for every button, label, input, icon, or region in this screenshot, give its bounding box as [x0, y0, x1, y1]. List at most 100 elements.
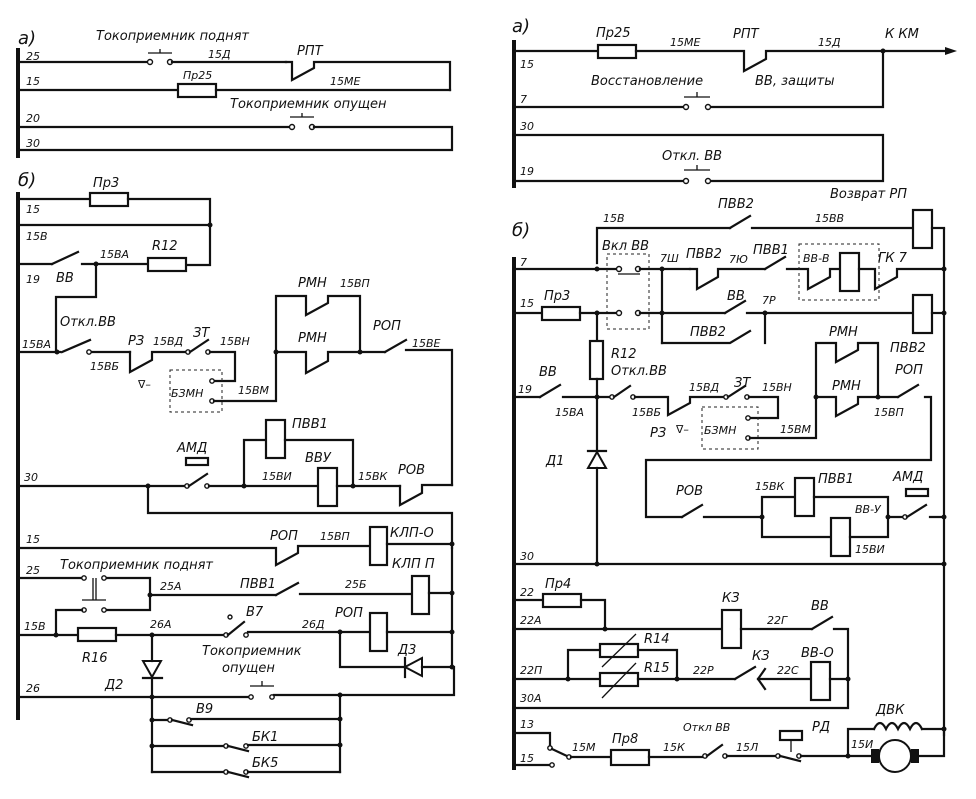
- panel-label: а): [18, 28, 36, 49]
- coil-label: ВВ-О: [801, 646, 834, 661]
- otkl-vv-contact: [60, 338, 92, 354]
- wire-number: 30: [520, 550, 534, 563]
- wire-label: 15ВИ: [262, 470, 292, 483]
- zt-contact: [188, 338, 210, 354]
- right-panel-a: а) 15 7 30 19 Пр25 15МЕ РПТ 15Д К КМ Вос…: [512, 16, 957, 188]
- coil-label: ВВУ: [305, 451, 332, 466]
- otkl-vv-label: Откл. ВВ: [662, 149, 722, 164]
- wire-vvu-right: [848, 515, 890, 539]
- coil-klp-o: [368, 525, 389, 567]
- junction-dot: [565, 676, 571, 682]
- wire-label: 15ВН: [762, 381, 792, 394]
- amd-contact: [905, 503, 928, 519]
- diode-d3: [402, 656, 423, 678]
- motor-label: ДВК: [875, 703, 905, 718]
- fuse-pr8: [609, 748, 651, 767]
- junction-dot: [273, 349, 279, 355]
- contact-label: РОП: [895, 363, 923, 378]
- junction-dot: [594, 561, 600, 567]
- contact-terminal: [704, 177, 712, 185]
- junction-dot: [602, 626, 608, 632]
- contact-label: ПВВ1: [753, 243, 789, 258]
- wire-15vm: [212, 350, 278, 403]
- wire-label: 15ВВ: [815, 212, 844, 225]
- diode-label: Д2: [104, 678, 123, 693]
- diode-label: Д3: [397, 643, 416, 658]
- fuse-pr25: [596, 43, 638, 60]
- contact-terminal: [615, 309, 623, 317]
- panel-label: б): [512, 220, 530, 241]
- rop-contact: [896, 383, 920, 399]
- bzmn-block: [701, 406, 759, 450]
- junction-dot: [350, 483, 356, 489]
- amd-actuator: [904, 487, 930, 498]
- pvv2-contact: [688, 267, 767, 291]
- wire-30: [16, 125, 454, 152]
- contact-label: ПВВ1: [240, 577, 276, 592]
- junction-dot: [941, 266, 947, 272]
- junction-dot: [53, 632, 59, 638]
- contact-label: Откл ВВ: [683, 721, 730, 734]
- resistor-r14-adjust: [601, 633, 637, 668]
- wire-label: 15И: [851, 738, 873, 751]
- vv-contact: [50, 250, 80, 266]
- diode-d2: [141, 660, 163, 680]
- junction-dot: [147, 592, 153, 598]
- wire-15ve: [404, 348, 454, 487]
- vv-v-contact: [785, 267, 842, 291]
- coil-rop: [368, 611, 389, 653]
- amd-actuator: [184, 456, 210, 467]
- junction-dot: [149, 743, 155, 749]
- junction-dot: [54, 349, 60, 355]
- wire-number: 15В: [26, 230, 48, 243]
- wire-number: 22А: [520, 614, 542, 627]
- fuse-pr4: [541, 592, 583, 609]
- pvv2-contact-b: [660, 329, 752, 345]
- pantograph-down-label: Токоприемник опущен: [230, 97, 387, 112]
- wire-label: 15Л: [736, 741, 758, 754]
- vkl-vv-block: [606, 253, 650, 330]
- wire-30a: [512, 677, 850, 710]
- wire-15vn: [747, 395, 780, 420]
- resistor-label: R12: [152, 239, 178, 254]
- coil-label: КЗ: [722, 591, 740, 606]
- contact-label: РЗ: [128, 334, 144, 349]
- wire-pvv1-right: [283, 438, 355, 488]
- contact-terminal: [243, 632, 249, 638]
- rmn-contact: [814, 395, 880, 418]
- wire-label: 15ВЕ: [412, 337, 441, 350]
- wire-number: 15: [520, 58, 534, 71]
- block-label: БЗМН: [704, 424, 736, 437]
- left-panel-b: б) 15 15В 19 15ВА 30 15 25 15В 26 Пр3 15…: [16, 170, 456, 779]
- contact-terminal: [704, 103, 712, 111]
- wire-22-fuse: [579, 598, 607, 631]
- wire-label: 15Д: [208, 48, 231, 61]
- bzmn-block: [169, 369, 223, 413]
- wire-15v-link: [54, 608, 84, 637]
- wire-13: [512, 731, 552, 748]
- pvv1-contact: [274, 581, 300, 597]
- selector-contact: [550, 747, 569, 758]
- wire-number: 15ВА: [22, 338, 51, 351]
- vv-contact-22: [810, 615, 834, 631]
- wire-label: 25А: [160, 580, 182, 593]
- contact-label: ВВ: [727, 289, 745, 304]
- contact-label: РОП: [270, 529, 298, 544]
- wire-label: 15ВИ: [855, 543, 885, 556]
- contact-label: ЗТ: [734, 376, 751, 391]
- wire-label: 15ВП: [874, 406, 904, 419]
- junction-dot: [813, 394, 819, 400]
- resistor-label: R14: [644, 632, 670, 647]
- r3-contact: [633, 395, 726, 417]
- wire-number: 22: [520, 586, 534, 599]
- resistor-label: R16: [82, 651, 108, 666]
- wire-label: 15ВА: [555, 406, 584, 419]
- wire-label: 15ВБ: [90, 360, 119, 373]
- wire-label: 15ВМ: [238, 384, 270, 397]
- rd-contact: [778, 754, 802, 763]
- wire-number: 30: [520, 120, 534, 133]
- pantograph-up-label: Токоприемник поднят: [96, 29, 249, 44]
- v7-contact: [226, 620, 246, 637]
- contact-label: РЗ: [650, 426, 666, 441]
- contact-label: РД: [812, 720, 830, 735]
